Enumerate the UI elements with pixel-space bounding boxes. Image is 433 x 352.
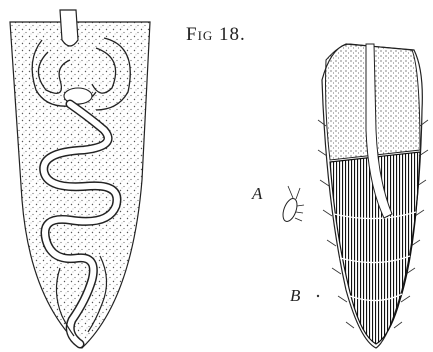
- figure-title-word: Fig: [186, 24, 213, 45]
- figure-title-number: 18.: [219, 24, 246, 45]
- label-b: B: [290, 286, 300, 306]
- label-a: A: [252, 184, 262, 204]
- figure-title: Fig 18.: [186, 24, 246, 46]
